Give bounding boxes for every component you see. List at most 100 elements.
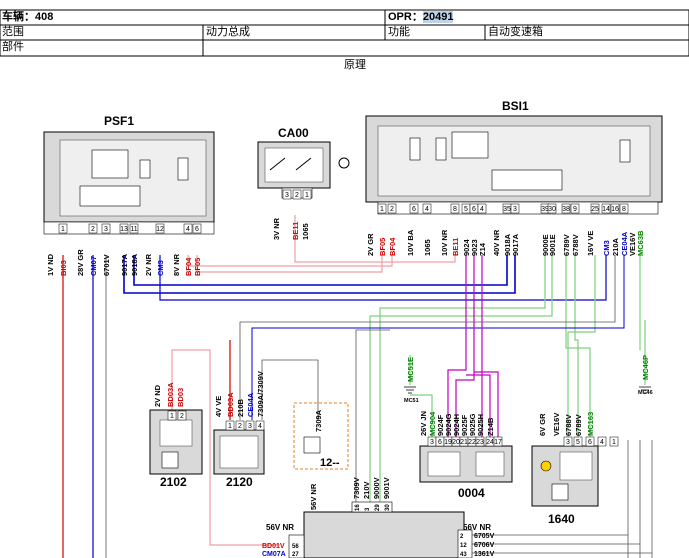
wire-group [62,215,653,558]
c1640-pin-box [609,436,619,447]
bsi1-pin-box [422,203,432,214]
c0004-pin: 6 [438,439,442,446]
c0004-pin: 21 [460,439,468,446]
c2120-pin-box [225,420,235,431]
ca00-pin: 3 [285,192,289,199]
bsi1-wire-label: 40V NR [492,229,501,256]
bsi1-wire-label: 10V BA [406,229,415,256]
wire-bd03 [171,349,280,546]
wire-9001e [369,255,553,510]
bsi1-pin: 9 [573,206,577,213]
bsi1-wire-label: 210A [611,237,620,256]
c2120-pin-box [235,420,245,431]
opr-value[interactable]: 20491 [422,11,454,23]
psf1-pin: 6 [195,226,199,233]
bsi1-pin-box [450,203,460,214]
c2102-pin-box [177,410,187,421]
psf1-wire-label: BI03 [59,260,68,276]
bsi1-pin: 5 [464,206,468,213]
c2120-pin: 1 [228,423,232,430]
c1640-pin: 3 [566,439,570,446]
bsi1-pin: 6 [472,206,476,213]
bottom-right-pin: 12 [460,543,467,549]
bottom-left-connector [288,534,305,558]
psf1-wire-label: 8V NR [172,253,181,276]
psf1-fuse-2 [177,157,189,181]
c2120-pin: 4 [258,423,262,430]
bsi1-pin: 39 [541,206,549,213]
c12-title: 12-- [320,457,340,469]
c0004-wire-label: 9025F [460,414,469,436]
bsi1-pin: 14 [602,206,610,213]
function-label: 功能 [388,26,410,38]
ca00-contact [269,157,312,171]
c12-bulb [303,436,321,454]
psf1-pin: 4 [186,226,190,233]
bsi1-wire-label: 1065 [423,239,432,256]
c0004-wire-label: 9024H [452,414,461,436]
c2120-pin-box [255,420,265,431]
psf1-pin: 11 [130,226,137,233]
c2102-pin: 1 [170,413,174,420]
function-value: 自动变速箱 [488,26,543,38]
bsi1-pin-box [510,203,520,214]
bottom-mid-pin: 30 [385,504,391,511]
bottom-right-pin: 43 [460,552,467,558]
bsi1-wire-label: 10V NR [440,229,449,256]
c0004-pin: 20 [452,439,460,446]
bottom-left-label: CM07A [262,551,286,558]
ground-mc51 [404,386,416,394]
c2102-pin-box [167,410,177,421]
bsi1-relay [451,131,489,159]
bsi1-pin: 3 [513,206,517,213]
c1640-pin: 4 [600,439,604,446]
bsi1-wire-label: 2V GR [366,233,375,256]
ca00-pin: 1 [305,192,309,199]
bottom-right-label: 6706V [474,542,495,549]
c12-box [293,402,349,470]
bottom-right-label: 1361V [474,551,495,558]
bottom-left-label: 56V NR [266,523,294,532]
bsi1-title: BSI1 [502,99,529,113]
wire-ve16v [567,255,596,440]
ca00-wire-label: 1065 [301,223,310,240]
c0004-pin: 24 [486,439,494,446]
mc51-ground-label: MC51 [404,398,419,404]
bsi1-pin: 4 [480,206,484,213]
ca00-title: CA00 [278,126,309,140]
c2120-wire-label: 7309A/7309V [256,371,265,417]
c0004-pin-box [493,436,503,447]
bsi1-wire-label: 9023 [470,239,479,256]
psf1-chip [79,185,141,207]
bsi1-chip [491,169,563,191]
bsi1-pin: 25 [591,206,599,213]
psf1-pin-box [155,223,165,234]
bsi1-pin: 38 [562,206,570,213]
wire-9000e [379,255,546,510]
c2120-title: 2120 [226,475,253,489]
c2120-wire-label: CE04A [246,392,255,417]
wire-mc904 [410,394,433,440]
psf1-pin-box [88,223,98,234]
bsi1-fuse-f4 [619,139,631,163]
bottom-box [303,511,465,558]
bsi1-wire-label: 6788V [571,234,580,256]
c0004-wire-label: 26V JN [419,411,428,436]
psf1-pin: 13 [120,226,128,233]
bsi1-pin: 30 [548,206,556,213]
c0004-pin: 22 [468,439,476,446]
bsi1-wire-label: 16V VE [586,231,595,256]
psf1-wire-label: 2V NR [144,253,153,276]
c0004-display [427,451,461,477]
bottom-mid-connector [351,501,393,513]
c12-module: 12-- [293,402,349,470]
opr-label: OPR：20491 [388,10,454,25]
c1640-pin: 1 [612,439,616,446]
